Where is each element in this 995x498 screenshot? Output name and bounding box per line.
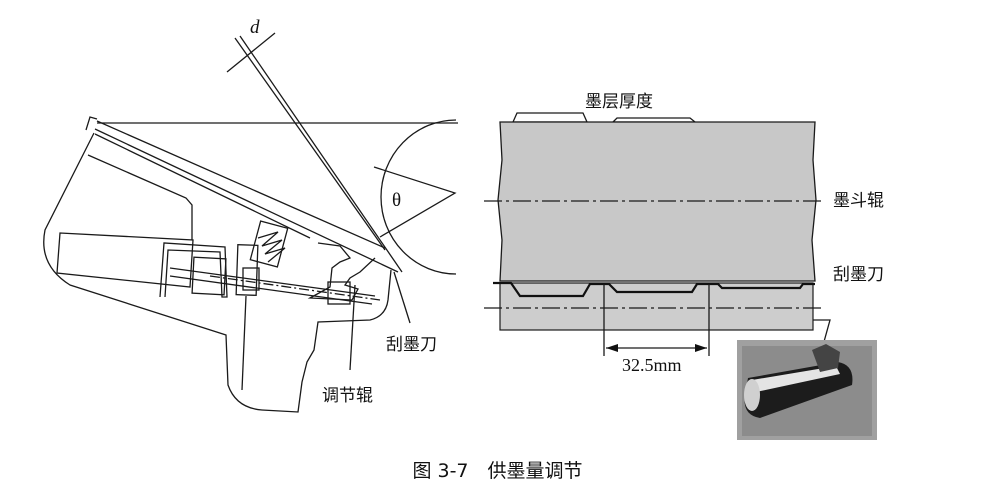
figure-number: 图 3-7 — [412, 460, 469, 482]
leader-adjust-roller — [349, 284, 356, 371]
blade-line-b — [239, 35, 403, 273]
adjust-roller-label: 调节辊 — [322, 386, 373, 406]
d-label: d — [250, 17, 260, 38]
body-slot — [56, 232, 194, 288]
blade-label-left: 刮墨刀 — [386, 335, 437, 355]
nut-inner — [242, 267, 260, 291]
adjust-nut — [235, 243, 259, 297]
blade-photo — [737, 340, 877, 440]
clamp-bracket — [159, 242, 228, 298]
figure-title: 供墨量调节 — [487, 460, 583, 482]
fountain-roller-label: 墨斗辊 — [833, 191, 884, 211]
roller-top-view: 墨层厚度 墨斗辊 刮墨刀 32.5mm — [484, 92, 884, 440]
theta-angle — [373, 166, 457, 238]
ink-layer-bump-1 — [511, 112, 589, 123]
holder-block — [327, 281, 351, 305]
blade-holder — [307, 242, 376, 301]
fountain-roller-arc — [380, 119, 457, 275]
ink-fountain-cross-section: d θ 刮墨刀 调节辊 — [43, 17, 458, 413]
blade-segment-band — [499, 282, 814, 331]
fountain-body — [43, 132, 392, 413]
clamp-block — [191, 256, 227, 296]
arrow-left-icon — [606, 344, 618, 352]
leader-blade — [393, 271, 411, 324]
d-dimension-tick — [226, 32, 276, 73]
plate-inner — [94, 133, 311, 239]
spring-icon — [257, 231, 286, 263]
ink-thickness-label: 墨层厚度 — [585, 92, 653, 112]
dimension-label: 32.5mm — [622, 355, 682, 375]
blade-label-right: 刮墨刀 — [833, 265, 884, 285]
arrow-right-icon — [695, 344, 707, 352]
screw-axis — [209, 275, 381, 301]
plate-top — [96, 120, 386, 249]
screw-top — [169, 267, 376, 297]
theta-label: θ — [392, 190, 401, 211]
body-inner-edge — [87, 154, 193, 240]
fountain-roller — [497, 121, 817, 282]
spring-housing — [249, 220, 289, 268]
blade-line-a — [234, 37, 386, 251]
blade-profile — [493, 281, 815, 298]
plate-hook — [85, 116, 98, 131]
plate-bottom — [94, 128, 399, 273]
leader-nut — [241, 295, 247, 391]
figure-caption: 图 3-7 供墨量调节 — [0, 456, 995, 483]
